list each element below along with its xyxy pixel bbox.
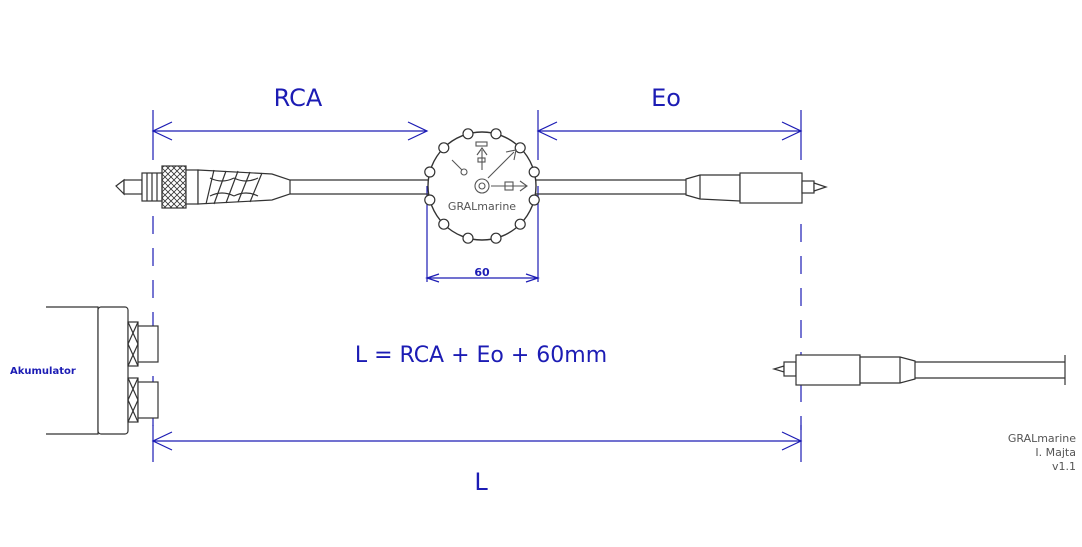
rca-plug [115,165,199,209]
sensor-icons [451,141,528,194]
sensor-scallop [462,128,474,140]
dimension-rca [151,110,429,160]
dimension-eo [536,110,803,160]
eo-dimension-label: Eo [651,84,681,112]
cable-right [533,172,828,204]
sensor-scallop [438,142,450,154]
l-dimension-label: L [474,468,488,496]
dimension-l [151,425,803,462]
bottom-connector [771,354,1066,386]
sensor-scallops [424,128,540,244]
credit-company: GRALmarine [1007,432,1076,445]
cable-left [290,179,432,195]
width-dimension-label: 60 [474,266,490,279]
sensor-scallop [424,166,436,178]
sensor-scallop [438,218,450,230]
credit-version: v1.1 [1051,460,1076,473]
sensor-scallop [490,128,502,140]
sensor-scallop [462,232,474,244]
battery [46,306,159,435]
sensor-scallop [528,166,540,178]
sensor-scallop [514,142,526,154]
credit-author: I. Majta [1035,446,1076,459]
sensor-scallop [514,218,526,230]
sensor-scallop [490,232,502,244]
length-formula: L = RCA + Eo + 60mm [355,343,607,368]
battery-label: Akumulator [10,366,76,377]
rca-dimension-label: RCA [274,84,323,112]
sensor-scallop [424,194,436,206]
strain-relief [197,169,291,205]
sensor-brand-label: GRALmarine [448,200,516,213]
credit-block: GRALmarine I. Majta v1.1 [1008,432,1076,474]
extension-lines [152,216,802,430]
sensor-scallop [528,194,540,206]
sensor-body [427,131,537,241]
